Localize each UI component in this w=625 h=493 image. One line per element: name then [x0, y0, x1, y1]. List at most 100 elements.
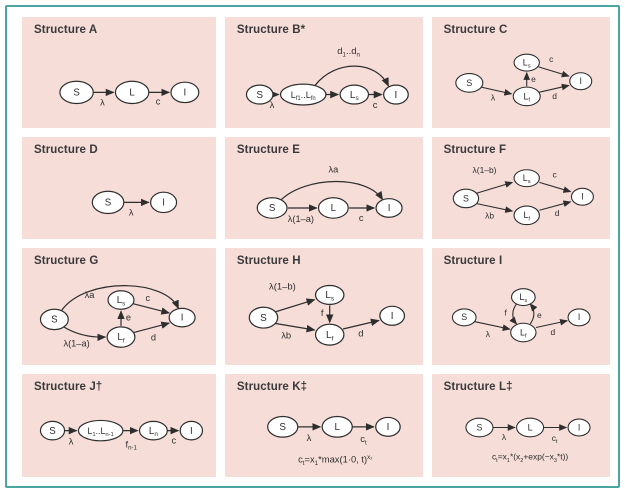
node-L: L [321, 416, 353, 438]
node-I: I [375, 197, 403, 218]
panel-title: Structure F [443, 143, 507, 156]
panel-title: Structure D [34, 143, 98, 156]
arrow-S-Lf [274, 322, 316, 332]
edge-label-L-I: ct [360, 433, 367, 446]
node-I: I [568, 72, 592, 91]
node-label-S: S [256, 90, 263, 101]
node-label-L: L [334, 422, 340, 433]
node-label-I: I [394, 90, 397, 101]
node-label-Lf: Lf [117, 332, 124, 344]
edge-label-Ls-Lf-curve: f [504, 307, 507, 317]
edge-label-S-L: λ [501, 432, 506, 442]
node-label-S: S [476, 423, 482, 433]
arrow-Lf-I [342, 318, 380, 330]
node-Lf: Lf [509, 322, 537, 342]
node-label-Lf: Lf [523, 91, 530, 103]
node-label-Lf1-Lfn: Lf1..Lfn [291, 90, 316, 102]
arrow-Lf-I-curve [313, 65, 389, 87]
edge-label-Ls-I: c [549, 54, 553, 64]
panel-title: Structure L‡ [443, 381, 513, 394]
node-label-S: S [51, 314, 58, 325]
node-label-L1-Ln1: L1..Ln-1 [87, 426, 113, 438]
node-label-I: I [190, 426, 193, 437]
edge-label-Lf-I: d [358, 328, 363, 339]
edge-label-S-Lf: λ [485, 328, 490, 338]
node-Lf: Lf [106, 325, 136, 348]
node-label-I: I [391, 311, 394, 322]
node-S: S [248, 306, 279, 329]
node-label-L: L [527, 423, 532, 433]
node-S: S [59, 80, 94, 105]
node-label-I: I [577, 312, 579, 322]
panel-structure-d: Structure D λ S I [22, 136, 216, 239]
edge-label-S-Ls: λ(1–b) [472, 165, 496, 175]
arrow-Lf-Ls-curve [529, 302, 537, 324]
node-Ls: Ls [510, 287, 536, 306]
node-I: I [150, 191, 178, 213]
edge-label-S-Lw: λ [69, 437, 74, 447]
node-label-L: L [331, 203, 337, 214]
edge-label-Ls-I: c [373, 100, 378, 111]
node-Lf: Lf [512, 86, 541, 107]
panel-title: Structure H [236, 254, 301, 267]
arrow-S-I-curve [61, 284, 179, 311]
node-label-Ls: Ls [325, 290, 335, 302]
arrow-Ls-I [132, 302, 171, 315]
node-Lf: Lf [314, 323, 345, 346]
node-label-S: S [105, 197, 112, 208]
node-Ln: Ln [138, 420, 168, 441]
node-Ls: Ls [339, 84, 369, 105]
panel-title: Structure A [34, 24, 98, 36]
node-I: I [168, 307, 196, 327]
node-label-I: I [577, 423, 579, 433]
edge-label-S-Lf: λ(1–a) [63, 338, 89, 348]
node-I: I [567, 418, 591, 437]
node-label-S: S [49, 426, 56, 437]
edge-label-Lf-Ls: e [531, 74, 536, 84]
node-label-S: S [463, 193, 469, 203]
node-L: L [114, 80, 150, 105]
arrow-S-Ls [475, 180, 513, 194]
formula-k: ct=x1*max(1·0, t)x₂ [298, 454, 373, 467]
node-S: S [245, 84, 274, 105]
node-S: S [39, 420, 66, 441]
edge-label-S-I: λ [129, 207, 134, 217]
node-S: S [451, 307, 477, 326]
edge-label-Ln-I: c [171, 436, 176, 446]
node-label-Ls: Ls [117, 295, 126, 307]
arrow-S-Lf [480, 86, 512, 96]
node-label-S: S [466, 78, 472, 88]
edge-label-Ls-Lf: f [321, 307, 324, 318]
node-label-S: S [279, 422, 286, 433]
edge-label-S-Lf: λ [270, 100, 275, 111]
edge-label-Ls-I: c [146, 292, 151, 302]
node-S: S [454, 73, 484, 93]
edge-label-Lf-Ls-curve: e [537, 310, 542, 320]
edge-label-L-I: c [156, 96, 161, 106]
edge-label-S-L: λ [100, 97, 105, 107]
node-label-S: S [269, 203, 276, 214]
node-Ls: Ls [314, 284, 345, 305]
node-label-Ln: Ln [149, 426, 158, 438]
node-S: S [465, 417, 494, 438]
node-Ls: Ls [107, 289, 135, 310]
edge-label-S-I-curve: λa [85, 290, 96, 300]
panel-title: Structure B* [236, 24, 306, 36]
arrow-S-Lf [473, 320, 511, 331]
node-I: I [379, 305, 405, 326]
arrow-Lf-I [538, 200, 572, 211]
arrow-Lf-I [133, 321, 171, 333]
